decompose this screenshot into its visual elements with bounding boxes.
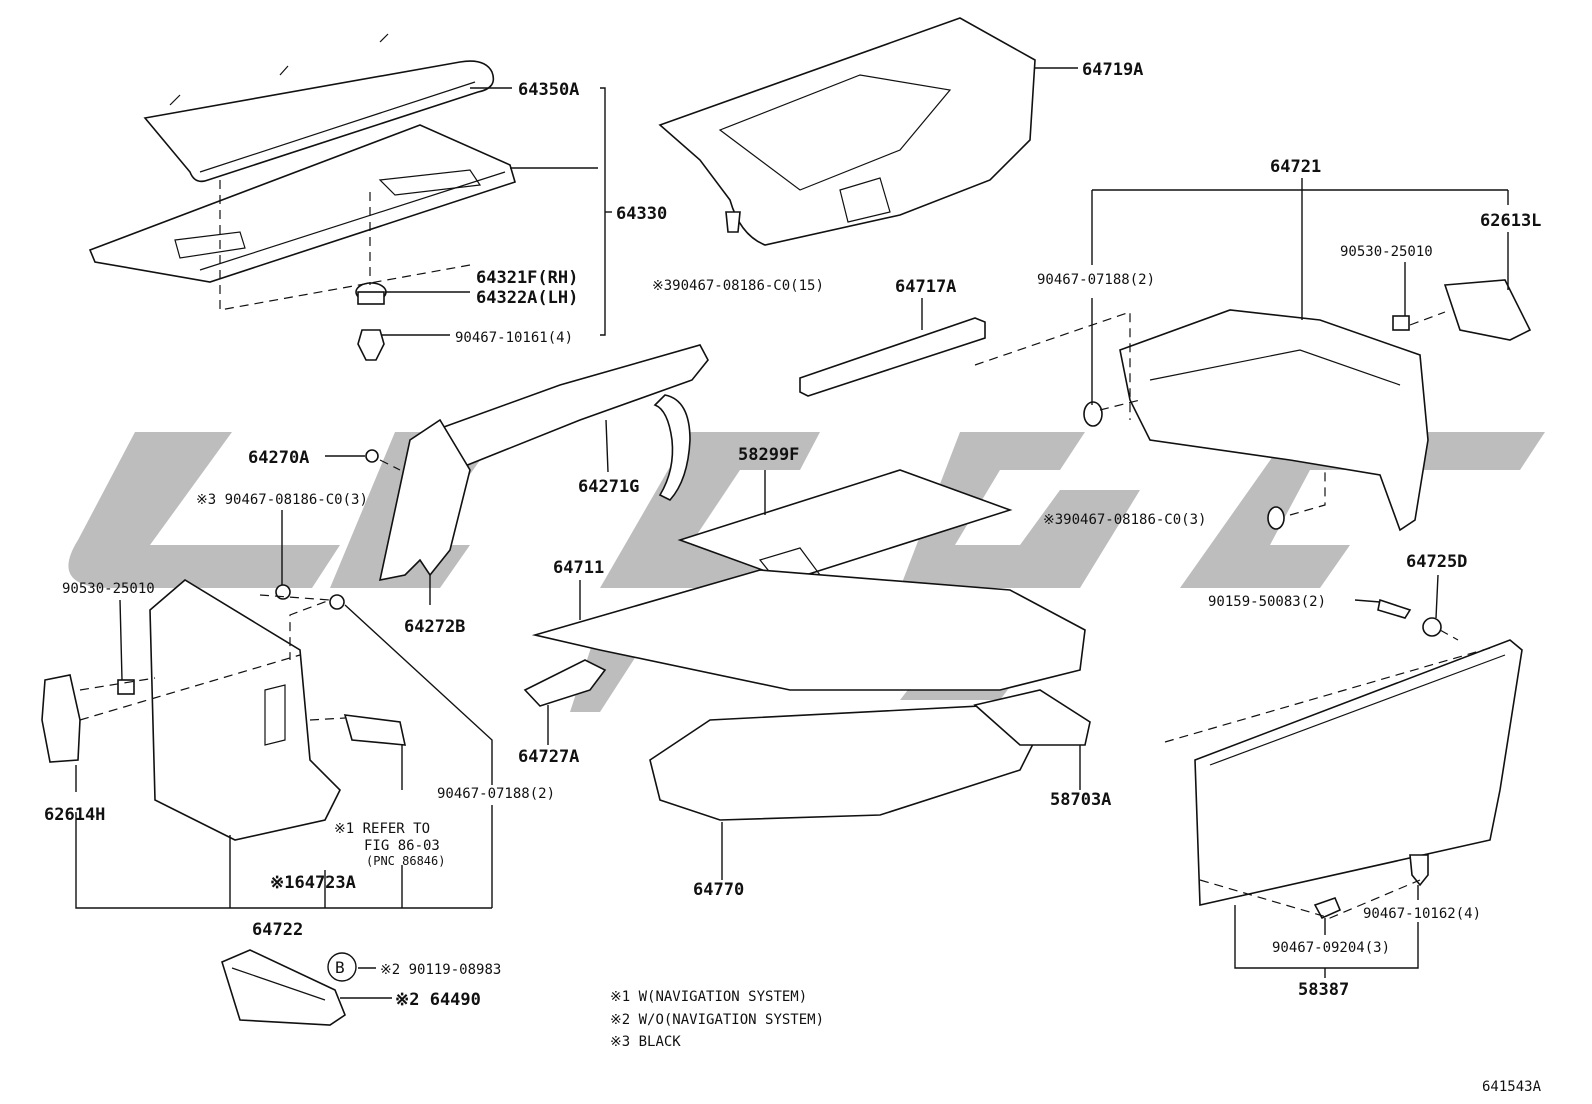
- label-64321F: 64321F(RH): [476, 268, 578, 288]
- legend: ※1 W(NAVIGATION SYSTEM) ※2 W/O(NAVIGATIO…: [610, 989, 824, 1050]
- part-labels: 64350A 64330 64321F(RH) 64322A(LH) 90467…: [44, 60, 1541, 1010]
- label-64711: 64711: [553, 558, 604, 578]
- label-90467-08186-right: ※390467-08186-C0(3): [1043, 512, 1206, 528]
- legend-note-3: ※3 BLACK: [610, 1034, 681, 1050]
- label-64722: 64722: [252, 920, 303, 940]
- leader-lines: [75, 67, 1509, 999]
- part-plate: [973, 689, 1091, 746]
- part-clip-90467-10162: [1409, 854, 1429, 887]
- label-64727A: 64727A: [518, 747, 579, 767]
- label-62613L: 62613L: [1480, 211, 1541, 231]
- label-64721: 64721: [1270, 157, 1321, 177]
- label-64272B: 64272B: [404, 617, 465, 637]
- label-64322A: 64322A(LH): [476, 288, 578, 308]
- part-sill-plate: [1194, 639, 1523, 906]
- part-tonneau-cover: [143, 33, 495, 183]
- label-90467-07188-right: 90467-07188(2): [1037, 272, 1155, 288]
- refer-note: ※1 REFER TO FIG 86-03 (PNC 86846): [334, 821, 445, 868]
- part-fasteners-left: [275, 401, 1285, 610]
- legend-note-1: ※1 W(NAVIGATION SYSTEM): [610, 989, 807, 1005]
- label-64271G: 64271G: [578, 477, 639, 497]
- part-nut: [1422, 617, 1442, 637]
- label-90159-50083: 90159-50083(2): [1208, 594, 1326, 610]
- part-bracket: [523, 659, 607, 707]
- refer-note-line1: ※1 REFER TO: [334, 821, 430, 837]
- label-90467-10161: 90467-10161(4): [455, 330, 573, 346]
- label-58703A: 58703A: [1050, 790, 1111, 810]
- part-quarter-trim-left: [149, 579, 341, 841]
- part-floor-mat: [531, 569, 1086, 691]
- part-panel-64723A: [343, 714, 407, 746]
- figure-id: 641543A: [1482, 1079, 1542, 1095]
- part-grommet: [355, 282, 387, 305]
- label-64270A: 64270A: [248, 448, 309, 468]
- part-trunk-lid-trim: [658, 17, 1036, 246]
- part-tray-64490: [221, 949, 346, 1026]
- label-90467-08186-top: ※390467-08186-C0(15): [652, 278, 824, 294]
- part-clip-90467-09204: [1313, 896, 1342, 920]
- label-90467-08186-left: ※3 90467-08186-C0(3): [196, 492, 368, 508]
- label-90530-25010-left: 90530-25010: [62, 581, 155, 597]
- label-90467-07188-left: 90467-07188(2): [437, 786, 555, 802]
- marker-letter: B: [335, 958, 345, 977]
- label-64723A: ※164723A: [270, 873, 356, 893]
- part-bolt: [1377, 598, 1412, 619]
- part-screw-top: [725, 211, 741, 233]
- part-side-trim-upper: [428, 344, 709, 501]
- part-package-tray: [88, 124, 516, 283]
- label-90467-09204: 90467-09204(3): [1272, 940, 1390, 956]
- label-62614H: 62614H: [44, 805, 105, 825]
- label-64725D: 64725D: [1406, 552, 1467, 572]
- label-58299F: 58299F: [738, 445, 799, 465]
- dashed-lines: [79, 180, 1491, 919]
- label-64490: ※2 64490: [395, 990, 481, 1010]
- part-clip-90467-10161: [357, 329, 385, 361]
- label-64770: 64770: [693, 880, 744, 900]
- refer-note-line2: FIG 86-03: [364, 838, 440, 854]
- part-spare-cover: [649, 704, 1036, 821]
- legend-note-2: ※2 W/O(NAVIGATION SYSTEM): [610, 1012, 824, 1028]
- label-58387: 58387: [1298, 980, 1349, 1000]
- part-quarter-trim-right: [1119, 309, 1429, 532]
- label-64717A: 64717A: [895, 277, 956, 297]
- part-clip-left: [117, 679, 135, 695]
- part-side-trim-lower: [378, 418, 471, 582]
- label-90119-08983: ※2 90119-08983: [380, 962, 501, 978]
- part-trim-strip: [799, 317, 986, 397]
- part-clip-right: [1392, 315, 1410, 331]
- label-90467-10162: 90467-10162(4): [1363, 906, 1481, 922]
- part-cover-62613L: [1443, 279, 1532, 341]
- reference-marker-b: B: [327, 952, 357, 982]
- refer-note-line3: (PNC 86846): [366, 854, 445, 868]
- part-cover-62614H: [41, 674, 81, 763]
- label-90530-25010-right: 90530-25010: [1340, 244, 1433, 260]
- label-64330: 64330: [616, 204, 667, 224]
- label-64350A: 64350A: [518, 80, 579, 100]
- label-64719A: 64719A: [1082, 60, 1143, 80]
